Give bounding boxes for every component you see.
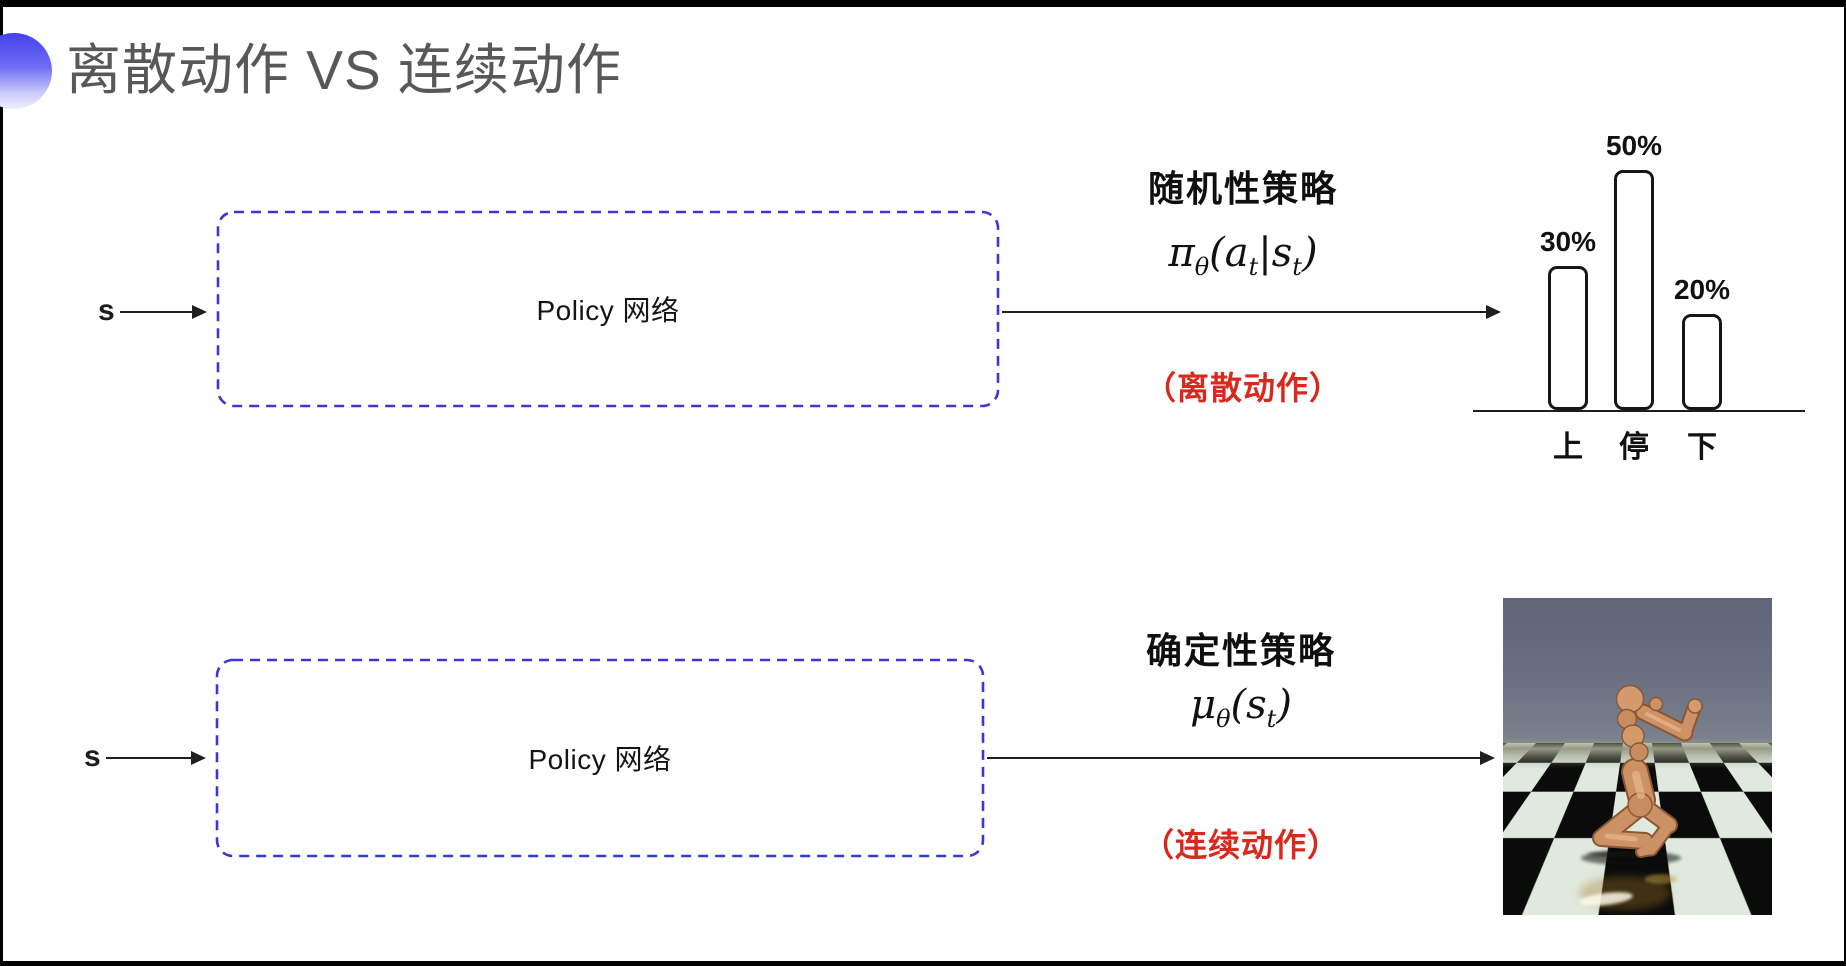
stochastic-policy-title: 随机性策略 — [1082, 160, 1404, 212]
formula-subscript: t — [1249, 253, 1259, 281]
formula-part: (a — [1209, 230, 1248, 276]
stochastic-policy-formula: πθ(at|st) — [1082, 230, 1404, 281]
formula-symbol: μ — [1190, 682, 1216, 728]
output-arrow-top — [1002, 311, 1493, 313]
policy-network-box-top: Policy 网络 — [216, 210, 1000, 408]
page-title: 离散动作 VS 连续动作 — [66, 40, 622, 101]
chart-baseline — [1473, 410, 1805, 412]
category-label-stop: 停 — [1604, 422, 1664, 466]
bar-value-label: 50% — [1606, 130, 1662, 162]
input-arrow-top — [120, 311, 199, 313]
deterministic-policy-title: 确定性策略 — [1080, 622, 1402, 674]
policy-network-label-top: Policy 网络 — [537, 289, 680, 329]
formula-part: (s — [1231, 682, 1267, 728]
formula-subscript: t — [1292, 253, 1302, 281]
bar-down — [1682, 314, 1722, 410]
humanoid-simulation-image — [1503, 598, 1772, 915]
chart-column: 20% — [1672, 274, 1732, 410]
frame-edge-top — [0, 0, 1846, 7]
bar-value-label: 30% — [1540, 226, 1596, 258]
category-label-up: 上 — [1538, 422, 1598, 466]
humanoid-figure — [1503, 598, 1772, 915]
formula-symbol: π — [1168, 230, 1194, 276]
formula-part: ) — [1302, 230, 1318, 276]
policy-network-label-bottom: Policy 网络 — [529, 738, 672, 778]
formula-subscript: θ — [1195, 253, 1209, 281]
state-label-top: s — [98, 294, 115, 328]
bar-stop — [1614, 170, 1654, 410]
formula-part: |s — [1258, 230, 1292, 276]
frame-edge-left — [0, 0, 3, 966]
figure-head — [1617, 686, 1644, 713]
discrete-action-note: （离散动作） — [1082, 363, 1404, 409]
chart-column: 50% — [1604, 130, 1664, 410]
input-arrow-bottom — [106, 757, 198, 759]
frame-edge-bottom — [0, 961, 1846, 966]
formula-part: ) — [1276, 682, 1292, 728]
chart-column: 30% — [1538, 226, 1598, 410]
bar-up — [1548, 266, 1588, 410]
formula-subscript: θ — [1216, 705, 1230, 733]
formula-subscript: t — [1267, 705, 1277, 733]
deterministic-policy-formula: μθ(st) — [1080, 682, 1402, 733]
output-arrow-bottom — [987, 757, 1487, 759]
title-bullet-icon — [0, 33, 52, 109]
state-label-bottom: s — [84, 740, 101, 774]
bar-value-label: 20% — [1674, 274, 1730, 306]
category-label-down: 下 — [1672, 422, 1732, 466]
policy-network-box-bottom: Policy 网络 — [215, 658, 985, 858]
action-probability-chart: 30% 50% 20% 上 停 下 — [1473, 110, 1805, 456]
continuous-action-note: （连续动作） — [1080, 820, 1402, 866]
